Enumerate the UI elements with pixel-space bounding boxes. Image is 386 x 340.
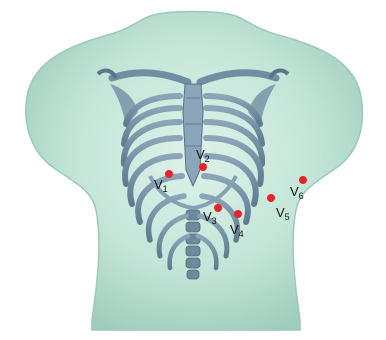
electrode-dot-v5 <box>267 194 275 202</box>
electrode-label-number: 2 <box>205 154 210 164</box>
electrode-label-v4: V4 <box>230 223 244 239</box>
electrode-label-letter: V <box>290 184 299 199</box>
electrode-label-letter: V <box>230 222 239 237</box>
electrode-label-v1: V1 <box>154 178 168 194</box>
electrode-label-v6: V6 <box>290 185 304 201</box>
electrode-label-number: 6 <box>299 191 304 201</box>
electrode-label-number: 3 <box>212 216 217 226</box>
electrode-label-number: 4 <box>239 229 244 239</box>
electrode-dot-v4 <box>234 210 242 218</box>
electrode-label-v5: V5 <box>276 206 290 222</box>
electrode-dot-v1 <box>165 170 173 178</box>
electrode-dot-v2 <box>199 163 207 171</box>
electrode-label-number: 1 <box>163 184 168 194</box>
electrode-label-letter: V <box>276 205 285 220</box>
electrode-label-v3: V3 <box>203 210 217 226</box>
electrode-label-letter: V <box>203 209 212 224</box>
electrode-label-letter: V <box>196 147 205 162</box>
electrode-dot-v6 <box>299 176 307 184</box>
electrode-label-letter: V <box>154 177 163 192</box>
electrode-label-v2: V2 <box>196 148 210 164</box>
electrode-label-number: 5 <box>285 212 290 222</box>
